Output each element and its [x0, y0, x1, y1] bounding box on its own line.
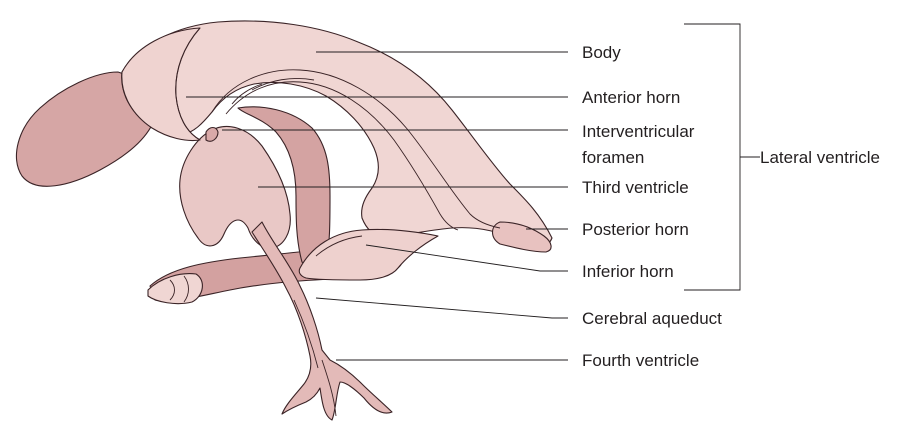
- label-interventricular: Interventricular: [582, 122, 695, 141]
- label-lateral-ventricle: Lateral ventricle: [760, 148, 880, 167]
- label-anterior-horn: Anterior horn: [582, 88, 680, 107]
- label-third-ventricle: Third ventricle: [582, 178, 689, 197]
- lateral-ventricle-bracket: [684, 24, 740, 290]
- label-inferior-horn: Inferior horn: [582, 262, 674, 281]
- leader-cerebral-aqueduct: [316, 298, 568, 318]
- label-foramen: foramen: [582, 148, 644, 167]
- far-inferior-horn-tip: [148, 274, 202, 304]
- label-body: Body: [582, 43, 621, 62]
- label-posterior-horn: Posterior horn: [582, 220, 689, 239]
- label-fourth-ventricle: Fourth ventricle: [582, 351, 699, 370]
- label-cerebral-aqueduct: Cerebral aqueduct: [582, 309, 722, 328]
